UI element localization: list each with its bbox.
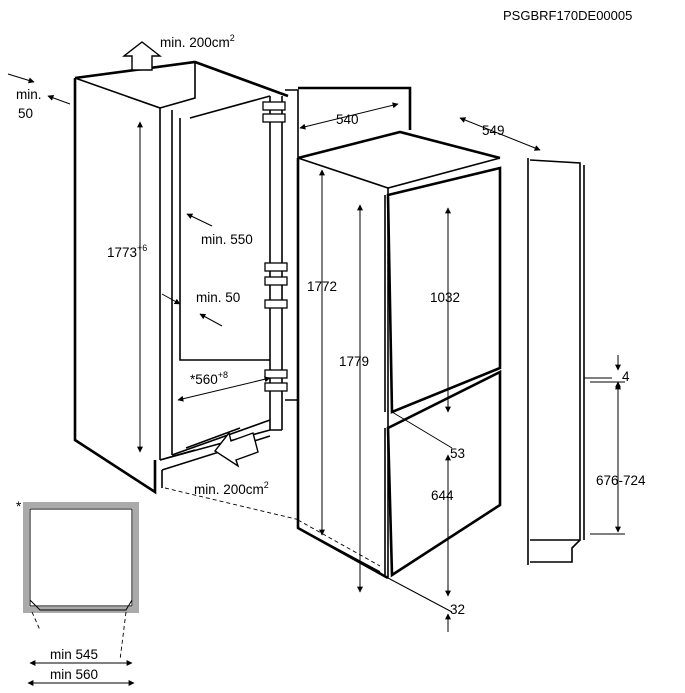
vent-bottom-arrow <box>213 431 259 468</box>
niche-width-label: *560+8 <box>190 370 228 387</box>
side-gap-value: 50 <box>18 106 33 121</box>
min-gap-label: min. 50 <box>196 290 240 305</box>
side-gap-label: min. <box>16 87 42 102</box>
gap-mid-label: 53 <box>450 446 465 461</box>
bottom-gap-label: 32 <box>450 602 465 617</box>
top-view-inset <box>23 502 139 661</box>
vent-top-arrow <box>121 41 163 71</box>
star-mark: * <box>16 499 22 514</box>
hinge-low <box>264 369 288 379</box>
height-total-label: 1779 <box>339 354 369 369</box>
mount-range-label: 676-724 <box>596 473 646 488</box>
upper-door-label: 1032 <box>430 290 460 305</box>
niche-height-label: 1773+6 <box>107 243 147 260</box>
vent-top-label: min. 200cm2 <box>160 33 235 50</box>
depth-label: 549 <box>482 123 505 138</box>
door-side-profile <box>527 158 612 565</box>
height-body-label: 1772 <box>307 279 337 294</box>
hinge-mid <box>264 262 288 272</box>
vent-bottom-label: min. 200cm2 <box>194 480 269 497</box>
min545-label: min 545 <box>50 647 98 662</box>
appliance-body <box>296 130 502 580</box>
min-depth-label: min. 550 <box>201 232 253 247</box>
lower-door-label: 644 <box>431 488 454 503</box>
drawing-code: PSGBRF170DE00005 <box>503 8 632 23</box>
top-offset-label: 4 <box>622 369 630 384</box>
width-label: 540 <box>336 112 359 127</box>
hinge-top <box>262 101 286 111</box>
min560-label: min 560 <box>50 667 98 682</box>
